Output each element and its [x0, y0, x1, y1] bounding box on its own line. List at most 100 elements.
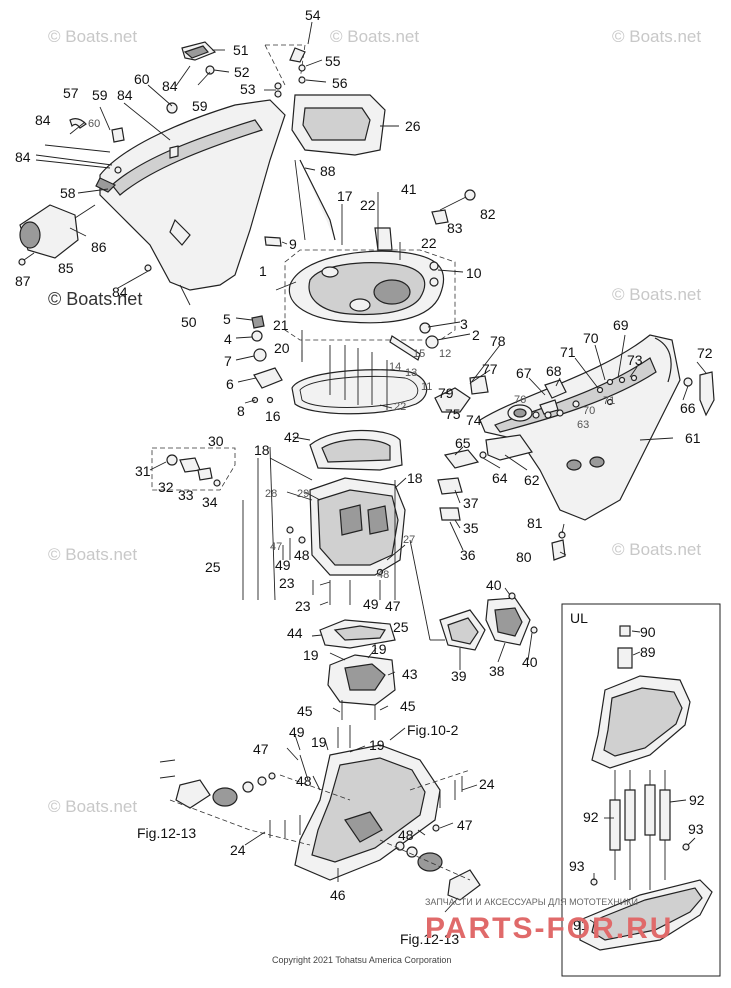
- callout-70: 70: [583, 330, 599, 346]
- callout-49: 49: [289, 724, 305, 740]
- callout-92: 92: [583, 809, 599, 825]
- small-parts-group-30: [149, 447, 236, 491]
- callout-21: 21: [273, 317, 289, 333]
- brand-watermark: ЗАПЧАСТИ И АКСЕССУАРЫ ДЛЯ МОТОТЕХНИКИ PA…: [425, 897, 673, 945]
- copyright-text: Copyright 2021 Tohatsu America Corporati…: [272, 955, 451, 965]
- callout-33: 33: [178, 487, 194, 503]
- gear-case-part: [159, 725, 481, 913]
- callout-10: 10: [466, 265, 482, 281]
- callout-28: 28: [265, 488, 277, 500]
- watermark: © Boats.net: [612, 27, 701, 46]
- fig-ref-12-13: Fig.12-13: [400, 931, 459, 947]
- callout-36: 36: [460, 547, 476, 563]
- callout-32: 32: [158, 479, 174, 495]
- callout-23: 23: [279, 575, 295, 591]
- callout-8: 8: [237, 403, 245, 419]
- brand-name: PARTS-FOR.RU: [425, 912, 673, 945]
- callout-84: 84: [35, 112, 51, 128]
- gasket-and-adapter-part: [311, 619, 396, 720]
- callout-83: 83: [447, 220, 463, 236]
- callout-42: 42: [284, 429, 300, 445]
- callout-45: 45: [297, 703, 313, 719]
- callout-11: 11: [421, 381, 432, 393]
- side-plate-part: [439, 587, 538, 670]
- callout-18: 18: [407, 470, 423, 486]
- watermark: © Boats.net: [48, 27, 137, 46]
- watermark: © Boats.net: [48, 797, 137, 816]
- callout-91: 91: [573, 917, 589, 933]
- callout-30: 30: [208, 433, 224, 449]
- callout-22: 22: [360, 197, 376, 213]
- callout-22: 22: [394, 401, 406, 413]
- callout-49: 49: [363, 596, 379, 612]
- callout-4: 4: [224, 331, 232, 347]
- callout-9: 9: [289, 236, 297, 252]
- callout-82: 82: [480, 206, 496, 222]
- brand-tagline: ЗАПЧАСТИ И АКСЕССУАРЫ ДЛЯ МОТОТЕХНИКИ: [425, 897, 638, 907]
- callout-50: 50: [181, 314, 197, 330]
- callout-92: 92: [689, 792, 705, 808]
- callout-52: 52: [234, 64, 250, 80]
- callout-60: 60: [134, 71, 150, 87]
- callout-6: 6: [226, 376, 234, 392]
- callout-13: 13: [405, 367, 417, 379]
- callout-12: 12: [439, 348, 451, 360]
- callout-19: 19: [303, 647, 319, 663]
- callout-78: 78: [490, 333, 506, 349]
- callout-40: 40: [522, 654, 538, 670]
- callout-75: 75: [445, 406, 461, 422]
- callout-60: 60: [88, 118, 100, 130]
- watermark: © Boats.net: [48, 545, 137, 564]
- callout-1: 1: [259, 263, 267, 279]
- callout-57: 57: [63, 85, 79, 101]
- callout-63: 63: [577, 419, 589, 431]
- callout-47: 47: [270, 541, 282, 553]
- callout-43: 43: [402, 666, 418, 682]
- callout-31: 31: [135, 463, 151, 479]
- callout-49: 49: [275, 557, 291, 573]
- callout-79: 79: [438, 385, 454, 401]
- middle-housing-part: [242, 429, 464, 641]
- inset-frame: [561, 603, 721, 977]
- callout-2: 2: [472, 327, 480, 343]
- callout-labels: 54 55 56 53 51 52 84 26 57 59 60 84 60 5…: [15, 7, 713, 933]
- callout-19: 19: [369, 737, 385, 753]
- fig-ref-12-13: Fig.12-13: [137, 825, 196, 841]
- callout-59: 59: [92, 87, 108, 103]
- callout-74: 74: [466, 412, 482, 428]
- callout-46: 46: [330, 887, 346, 903]
- callout-25: 25: [205, 559, 221, 575]
- callout-77: 77: [482, 361, 498, 377]
- callout-45: 45: [400, 698, 416, 714]
- top-plate-part: [264, 21, 399, 241]
- callout-84: 84: [112, 284, 128, 300]
- callout-47: 47: [253, 741, 269, 757]
- watermark: © Boats.net: [48, 289, 142, 309]
- callout-84: 84: [15, 149, 31, 165]
- watermark: © Boats.net: [330, 27, 419, 46]
- callout-25: 25: [393, 619, 409, 635]
- callout-22: 22: [421, 235, 437, 251]
- callout-26: 26: [405, 118, 421, 134]
- callout-58: 58: [60, 185, 76, 201]
- callout-81: 81: [527, 515, 543, 531]
- upper-cover-part: [18, 41, 286, 306]
- callout-59: 59: [192, 98, 208, 114]
- callout-93: 93: [688, 821, 704, 837]
- callout-80: 80: [516, 549, 532, 565]
- callout-56: 56: [332, 75, 348, 91]
- watermark: © Boats.net: [612, 540, 701, 559]
- figure-references: Fig.10-2 Fig.12-13 Fig.12-13: [137, 722, 459, 947]
- callout-53: 53: [240, 81, 256, 97]
- gasket-small-parts: [235, 315, 428, 415]
- callout-66: 66: [680, 400, 696, 416]
- callout-64: 64: [492, 470, 508, 486]
- oil-pan-plate-part: [264, 189, 476, 361]
- callout-61: 61: [685, 430, 701, 446]
- callout-5: 5: [223, 311, 231, 327]
- callout-38: 38: [489, 663, 505, 679]
- callout-93: 93: [569, 858, 585, 874]
- callout-7: 7: [224, 353, 232, 369]
- callout-71: 71: [560, 344, 576, 360]
- callout-87: 87: [15, 273, 31, 289]
